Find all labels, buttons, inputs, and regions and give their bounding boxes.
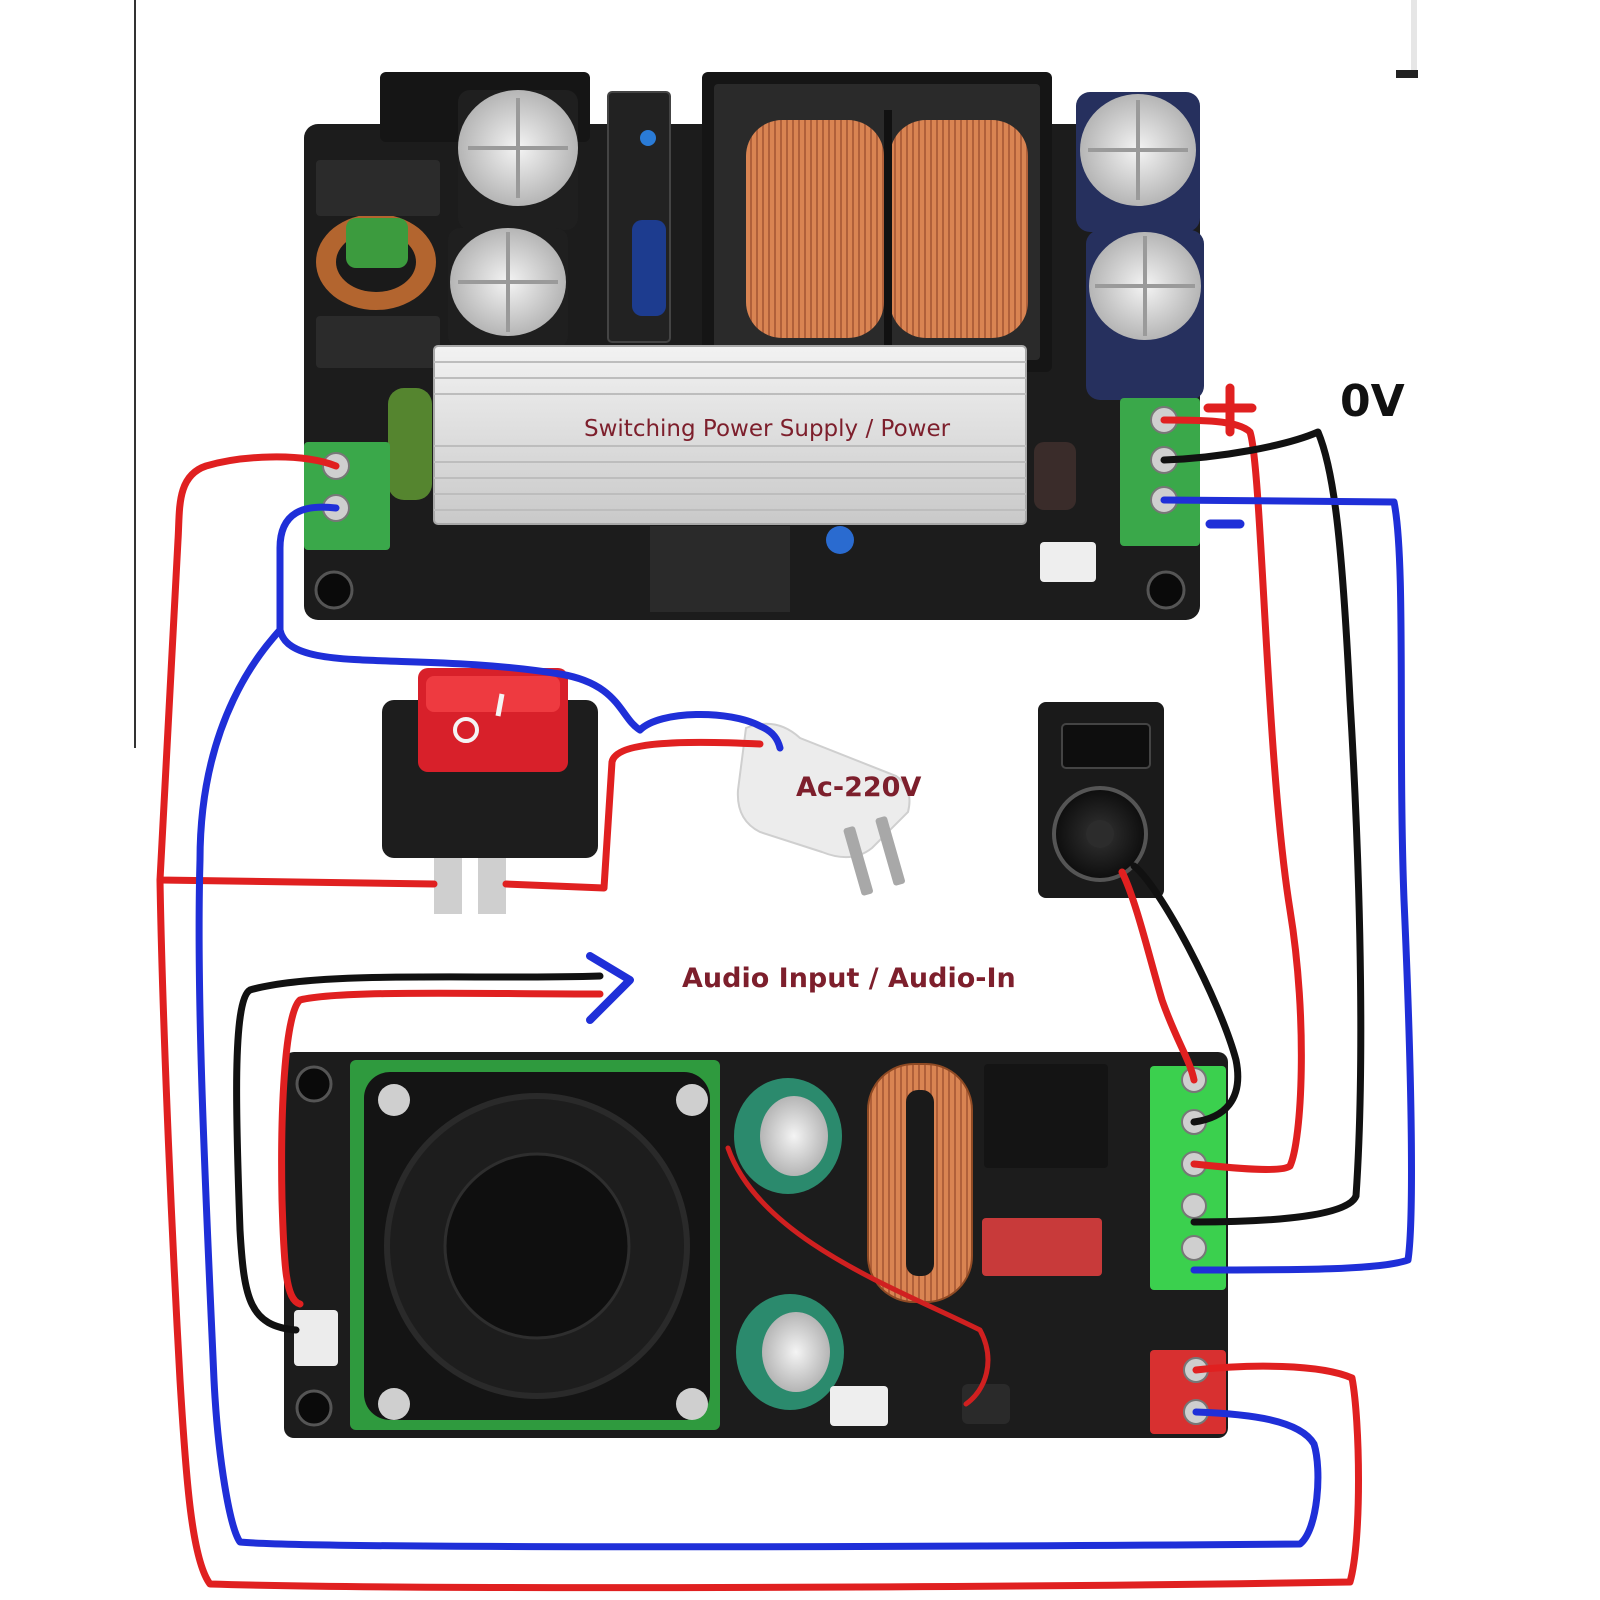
amp-capacitor xyxy=(734,1078,842,1194)
psu-filter-inductor xyxy=(316,214,436,310)
wire-black-speaker xyxy=(1130,862,1242,1126)
amp-fan-power-terminal xyxy=(1150,1350,1226,1434)
wire-black-audio-in xyxy=(233,972,604,1334)
rocker-switch xyxy=(382,668,598,914)
psu-capacitor xyxy=(1086,230,1204,400)
ac-input-label: Ac-220V xyxy=(796,772,922,803)
top-right-mark xyxy=(1411,0,1417,70)
wire-black-dc-ground xyxy=(1160,428,1365,1226)
wire-blue-outer-loop xyxy=(195,626,1322,1551)
speaker xyxy=(1038,702,1164,898)
wire-red-dc-positive xyxy=(1160,416,1305,1173)
psu-ac-terminal-block xyxy=(304,442,390,550)
audio-input-arrow-icon xyxy=(586,952,634,1024)
amp-cooling-fan xyxy=(364,1072,710,1420)
amp-audio-input-connector xyxy=(294,1310,338,1366)
top-right-dash xyxy=(1396,70,1418,78)
amplifier-board xyxy=(284,1052,1228,1438)
psu-capacitor xyxy=(448,228,568,348)
wire-blue-dc-negative xyxy=(1160,496,1415,1274)
wire-red-switch-to-plug xyxy=(502,738,764,892)
wire-red-audio-in xyxy=(278,989,604,1308)
psu-transformer xyxy=(702,72,1052,372)
amp-capacitor xyxy=(736,1294,844,1410)
wire-blue-ac-neutral xyxy=(276,503,784,752)
audio-input-label: Audio Input / Audio-In xyxy=(682,963,1016,994)
ac-plug xyxy=(736,722,911,896)
psu-capacitor xyxy=(1076,92,1200,232)
wire-red-outer-loop xyxy=(156,876,1362,1592)
power-supply-label: Switching Power Supply / Power xyxy=(584,416,951,442)
amp-terminal-block xyxy=(1150,1066,1226,1290)
wire-red-speaker xyxy=(1118,868,1198,1084)
amp-inductor xyxy=(867,1063,973,1303)
wire-red-ac-line xyxy=(156,453,438,888)
psu-heatsink xyxy=(433,345,1027,525)
zero-volt-label: 0V xyxy=(1340,376,1405,427)
psu-capacitor xyxy=(458,90,578,230)
switching-power-supply-board xyxy=(304,72,1204,620)
wire-red-fan-internal xyxy=(725,1145,991,1407)
